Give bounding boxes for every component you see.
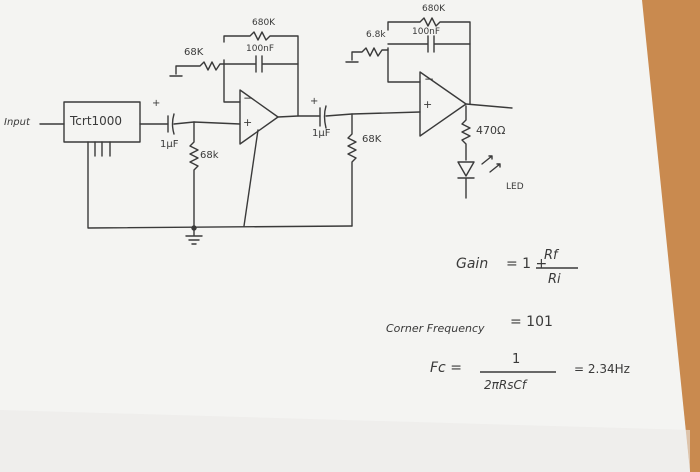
opamp1-output — [277, 115, 321, 118]
capacitor-1 — [167, 113, 175, 135]
resistor-feedback-1 — [223, 31, 299, 117]
gain-label: Gain — [456, 256, 489, 272]
resistor-bias-1 — [189, 121, 199, 229]
resistor-led — [461, 105, 471, 161]
label-rf1: 680K — [252, 18, 276, 28]
resistor-bias-2 — [347, 113, 357, 227]
gain-denominator: Ri — [548, 272, 561, 287]
device-pins — [94, 141, 111, 157]
label-c2-sign: + — [310, 96, 319, 107]
resistor-feedback-2 — [387, 17, 471, 105]
wood-surface — [640, 0, 700, 472]
opamp2-inv-wire — [387, 47, 421, 83]
fc-denominator: 2πRsCf — [484, 378, 527, 392]
label-rin1: 68K — [184, 47, 204, 58]
opamp1-ground-line — [243, 129, 259, 227]
ground-bus — [87, 141, 353, 229]
led-diode — [457, 161, 475, 199]
label-c1-sign: + — [152, 98, 161, 109]
corner-frequency-label: Corner Frequency — [386, 322, 485, 335]
resistor-input-1 — [175, 61, 225, 75]
fc-lhs: Fc = — [430, 360, 462, 376]
paper-shade — [0, 410, 690, 472]
ground-node — [191, 225, 197, 231]
label-rbias2: 68K — [362, 134, 382, 145]
label-device: Tcrt1000 — [70, 114, 123, 128]
fc-value: = 2.34Hz — [574, 362, 630, 376]
label-opamp1-plus: + — [243, 116, 253, 129]
label-cf1: 100nF — [246, 44, 275, 54]
label-rbias1: 68k — [200, 150, 219, 161]
gain-value: = 101 — [510, 314, 553, 330]
capacitor-feedback-1 — [223, 55, 299, 73]
label-c1: 1µF — [160, 139, 179, 150]
capacitor-2 — [319, 105, 327, 129]
opamp2-output — [465, 103, 513, 109]
opamp-1 — [239, 89, 279, 145]
resistor-input-2 — [351, 47, 389, 61]
circuit-schematic — [39, 17, 513, 245]
label-opamp1-minus: − — [243, 91, 254, 105]
fc-numerator: 1 — [512, 352, 521, 367]
label-rin2: 6.8k — [366, 30, 386, 40]
label-opamp2-plus: + — [423, 98, 433, 111]
gain-lhs: = 1 + — [506, 256, 548, 272]
label-cf2: 100nF — [412, 27, 441, 37]
capacitor-feedback-2 — [387, 35, 471, 53]
ground-symbol — [185, 227, 203, 245]
led-arrows — [481, 155, 501, 173]
label-input: Input — [4, 117, 30, 128]
opamp-2 — [419, 71, 467, 137]
label-c2: 1µF — [312, 128, 331, 139]
label-led: LED — [506, 182, 524, 192]
label-rled: 470Ω — [476, 124, 506, 137]
gain-numerator: Rf — [544, 248, 558, 263]
opamp1-inv-wire — [223, 59, 241, 103]
label-rf2: 680K — [422, 4, 446, 14]
label-opamp2-minus: − — [424, 72, 435, 86]
